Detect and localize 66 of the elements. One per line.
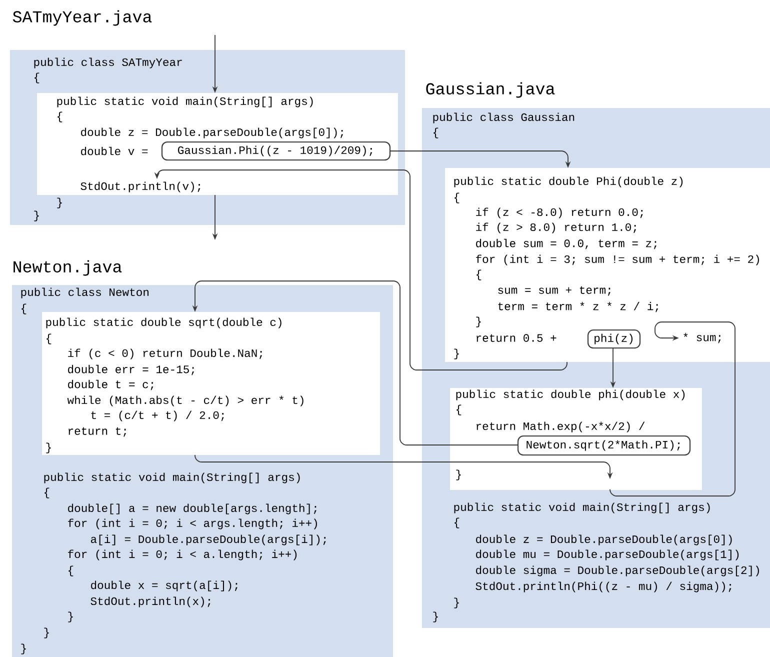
code-line: } <box>456 470 461 480</box>
code-line: public static void main(String[] args) <box>44 472 300 484</box>
code-line: double sigma = Double.parseDouble(args[2]) <box>476 566 759 576</box>
code-line: } <box>476 316 481 328</box>
code-line: public static double Phi(double z) <box>454 176 683 188</box>
code-line: } <box>21 644 26 654</box>
code-line: public class Gaussian <box>433 112 574 124</box>
file-heading: SATmyYear.java <box>12 10 152 26</box>
code-line: * sum; <box>684 332 721 344</box>
code-line: double sum = 0.0, term = z; <box>476 238 656 250</box>
code-line: } <box>34 210 39 222</box>
code-line: } <box>46 442 51 454</box>
code-line: public class Newton <box>21 288 148 298</box>
code-line: if (z > 8.0) return 1.0; <box>476 222 636 234</box>
code-line: } <box>57 198 62 208</box>
arrow <box>610 322 736 496</box>
code-line: t = (c/t + t) / 2.0; <box>91 410 224 422</box>
code-line: } <box>68 612 73 622</box>
code-line: for (int i = 3; sum != sum + term; i += 2) <box>476 254 759 266</box>
code-line: } <box>433 612 438 622</box>
code-line: for (int i = 0; i < a.length; i++) <box>68 550 297 560</box>
code-line: public class SATmyYear <box>34 58 182 68</box>
code-line: double err = 1e-15; <box>68 364 194 376</box>
code-line: sum = sum + term; <box>498 286 610 296</box>
file-heading: Gaussian.java <box>426 82 555 98</box>
code-line: return t; <box>68 427 126 437</box>
code-line: if (c < 0) return Double.NaN; <box>68 348 262 360</box>
call-box: phi(z) <box>587 329 641 349</box>
code-line: public static void main(String[] args) <box>57 96 313 108</box>
code-line: double mu = Double.parseDouble(args[1]) <box>476 550 739 560</box>
code-line: double z = Double.parseDouble(args[0]) <box>476 534 732 546</box>
code-line: { <box>44 488 50 498</box>
code-line: double[] a = new double[args.length]; <box>68 504 316 514</box>
code-line: { <box>34 72 40 84</box>
code-line: } <box>454 598 459 608</box>
code-line: term = term * z * z / i; <box>498 302 658 312</box>
code-line: return Math.exp(-x*x/2) / <box>476 422 645 432</box>
code-line: { <box>22 304 26 314</box>
code-line: } <box>454 348 459 360</box>
code-line: { <box>476 270 482 280</box>
call-box: Newton.sqrt(2*Math.PI); <box>517 435 691 456</box>
code-line: a[i] = Double.parseDouble(args[i]); <box>90 534 326 546</box>
code-line: { <box>454 192 460 204</box>
code-line: while (Math.abs(t - c/t) > err * t) <box>67 396 304 406</box>
code-line: double z = Double.parseDouble(args[0]); <box>81 128 344 138</box>
code-line: { <box>434 128 438 138</box>
code-line: StdOut.println(v); <box>80 182 200 192</box>
code-line: if (z < -8.0) return 0.0; <box>476 208 643 218</box>
code-line: { <box>454 518 460 528</box>
code-line: StdOut.println(x); <box>90 596 210 608</box>
code-line: StdOut.println(Phi((z - mu) / sigma)); <box>476 582 732 592</box>
code-line: public static double sqrt(double c) <box>46 318 282 328</box>
code-line: double t = c; <box>68 380 154 390</box>
call-box: Gaussian.Phi((z - 1019)/209); <box>161 141 391 161</box>
code-line: { <box>456 404 462 416</box>
code-line: { <box>58 112 62 122</box>
code-line: } <box>44 628 49 638</box>
code-line: public static double phi(double x) <box>456 390 685 400</box>
file-heading: Newton.java <box>14 260 122 276</box>
code-line: for (int i = 0; i < args.length; i++) <box>68 518 317 530</box>
code-line: double x = sqrt(a[i]); <box>91 580 238 592</box>
code-line: double v = <box>81 146 148 156</box>
code-line: return 0.5 + <box>476 334 556 342</box>
code-line: { <box>46 334 52 344</box>
code-line: { <box>68 566 74 576</box>
code-line: public static void main(String[] args) <box>454 502 710 514</box>
